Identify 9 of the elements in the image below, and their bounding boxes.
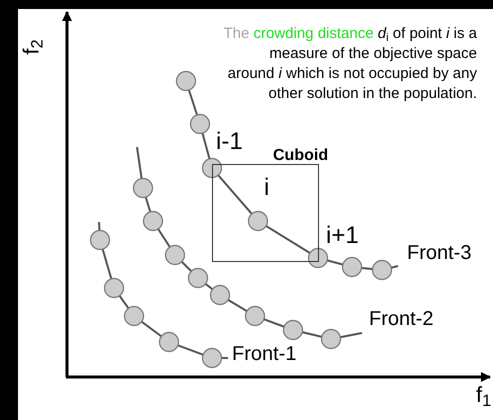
front-label: Front-2: [369, 309, 434, 329]
axis-label: f$_{1}$: [476, 384, 492, 406]
point-label: i: [264, 176, 270, 200]
front-label: Front-3: [407, 243, 472, 263]
point-label: i-1: [216, 130, 243, 154]
box-heading: Cuboid: [273, 146, 328, 166]
point-label: i+1: [326, 224, 359, 248]
front-label: Front-1: [232, 344, 296, 364]
description-text: The crowding distance d$_{i}$ of point i is a measure of the objective space around i which is not occupied by any other solution in the population.: [222, 24, 477, 104]
